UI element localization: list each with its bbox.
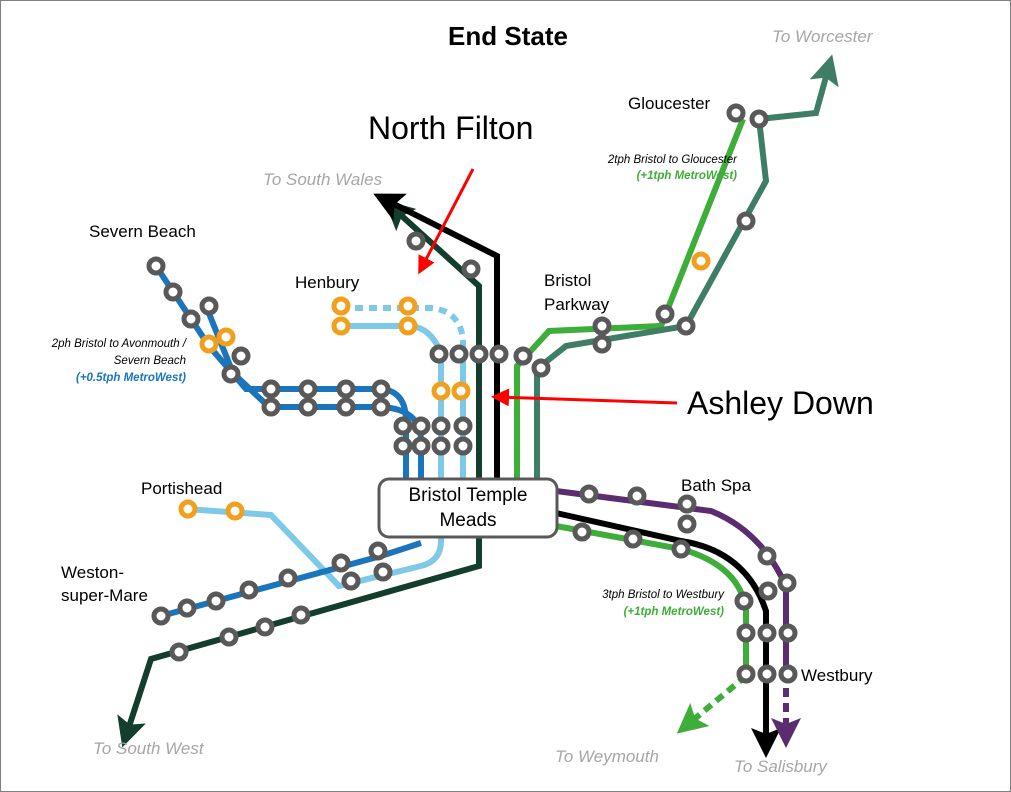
- service-gloucester-1: 2tph Bristol to Gloucester: [607, 154, 738, 166]
- station-portishead: Portishead: [141, 479, 222, 498]
- line-henbury-dotted: [341, 305, 466, 353]
- dest-worcester: To Worcester: [772, 27, 874, 46]
- line-portishead: [185, 501, 444, 590]
- station-bristol-parkway-2: Parkway: [544, 295, 610, 314]
- line-henbury: [341, 323, 444, 431]
- north-filton-label: North Filton: [368, 110, 533, 146]
- station-westbury: Westbury: [801, 666, 873, 685]
- service-severn-3: (+0.5tph MetroWest): [76, 372, 186, 384]
- line-weymouth-dotted: [676, 673, 748, 734]
- new-stations: [178, 251, 711, 521]
- hub-label-line1: Bristol Temple: [409, 485, 528, 506]
- station-bath-spa: Bath Spa: [681, 476, 751, 495]
- station-gloucester: Gloucester: [628, 94, 711, 113]
- dest-salisbury: To Salisbury: [734, 757, 828, 776]
- station-henbury: Henbury: [295, 273, 360, 292]
- station-weston-1: Weston-: [61, 563, 124, 582]
- ashley-down-label: Ashley Down: [687, 385, 874, 421]
- dest-weymouth: To Weymouth: [555, 747, 659, 766]
- north-filton-arrow: [418, 168, 475, 275]
- page-title: End State: [448, 21, 568, 51]
- service-westbury-1: 3tph Bristol to Westbury: [602, 589, 725, 601]
- station-weston-2: super-Mare: [61, 586, 148, 605]
- dest-south-wales: To South Wales: [263, 170, 383, 189]
- service-severn-2: Severn Beach: [114, 355, 186, 367]
- dest-south-west: To South West: [93, 739, 205, 758]
- existing-stations: [146, 103, 798, 684]
- hub-label-line2: Meads: [439, 510, 496, 531]
- line-gloucester-green: [514, 117, 746, 481]
- bristol-temple-meads-box: [377, 477, 559, 539]
- service-westbury-2: (+1tph MetroWest): [624, 606, 725, 618]
- station-bristol-parkway-1: Bristol: [544, 271, 591, 290]
- ashley-down-arrow: [491, 388, 678, 407]
- service-gloucester-2: (+1tph MetroWest): [637, 170, 738, 182]
- station-severn-beach: Severn Beach: [89, 222, 196, 241]
- line-severn-beach-a: [153, 264, 409, 481]
- line-black-south: [555, 510, 781, 758]
- service-severn-1: 2ph Bristol to Avonmouth /: [51, 338, 188, 350]
- line-westbury-green: [555, 523, 749, 676]
